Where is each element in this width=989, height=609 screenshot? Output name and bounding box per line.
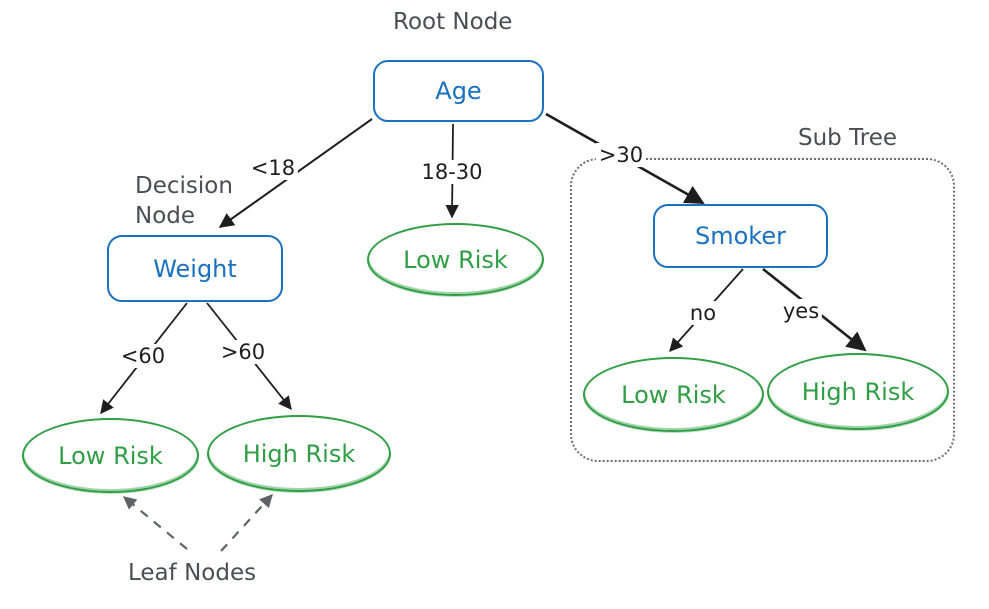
node-age: Age xyxy=(373,60,544,122)
leaf-nodes-annotation: Leaf Nodes xyxy=(128,560,257,586)
decision-node-annotation: Decision Node xyxy=(135,173,233,229)
root-node-annotation: Root Node xyxy=(393,9,513,35)
node-high-risk-left: High Risk xyxy=(207,415,391,492)
edge-label-gt30: >30 xyxy=(595,143,647,167)
edge-label-lt60: <60 xyxy=(117,344,169,368)
edge-label-no: no xyxy=(686,301,720,325)
sub-tree-container xyxy=(570,158,955,462)
node-low-risk-sub: Low Risk xyxy=(583,357,764,432)
edge-label-gt60: >60 xyxy=(217,340,269,364)
edge-label-lt18: <18 xyxy=(247,156,299,180)
node-smoker: Smoker xyxy=(653,204,828,268)
leaf-pointer-arrow-left xyxy=(122,496,188,550)
sub-tree-annotation: Sub Tree xyxy=(798,125,898,151)
edge-label-18-30: 18-30 xyxy=(418,160,486,184)
node-weight: Weight xyxy=(107,235,283,302)
node-low-risk-left: Low Risk xyxy=(22,418,199,493)
leaf-pointer-arrow-right xyxy=(220,494,273,552)
edge-label-yes: yes xyxy=(779,299,823,323)
node-low-risk-mid: Low Risk xyxy=(367,223,544,296)
node-high-risk-sub: High Risk xyxy=(767,353,949,430)
